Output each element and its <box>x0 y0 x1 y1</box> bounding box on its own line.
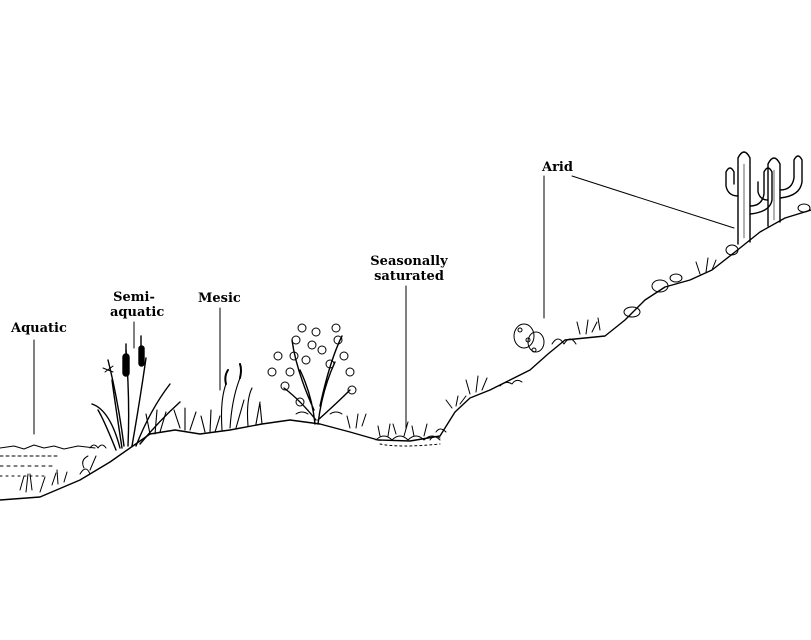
arid-label: Arid <box>542 160 573 175</box>
ground-profile <box>0 209 811 501</box>
water-body <box>0 444 107 493</box>
seasonally-saturated-label-line2: saturated <box>374 269 444 284</box>
leader-lines <box>33 175 735 435</box>
aquatic-label: Aquatic <box>11 321 67 336</box>
semi-aquatic-label: Semi- aquatic <box>110 290 165 320</box>
saguaro-cacti <box>725 151 803 245</box>
cattail-cluster <box>91 335 181 451</box>
seasonally-saturated-label-line1: Seasonally <box>370 254 448 269</box>
seasonal-wetland-plants <box>346 413 447 447</box>
slope-vegetation <box>445 203 811 409</box>
semi-aquatic-label-line1: Semi- <box>113 290 155 305</box>
seasonally-saturated-label: Seasonally saturated <box>370 254 448 284</box>
arid-leader-line-right <box>571 175 735 229</box>
mesic-label: Mesic <box>198 291 241 306</box>
mesic-grasses <box>145 363 263 435</box>
semi-aquatic-label-line2: aquatic <box>110 305 165 320</box>
mesic-shrub <box>267 323 357 425</box>
